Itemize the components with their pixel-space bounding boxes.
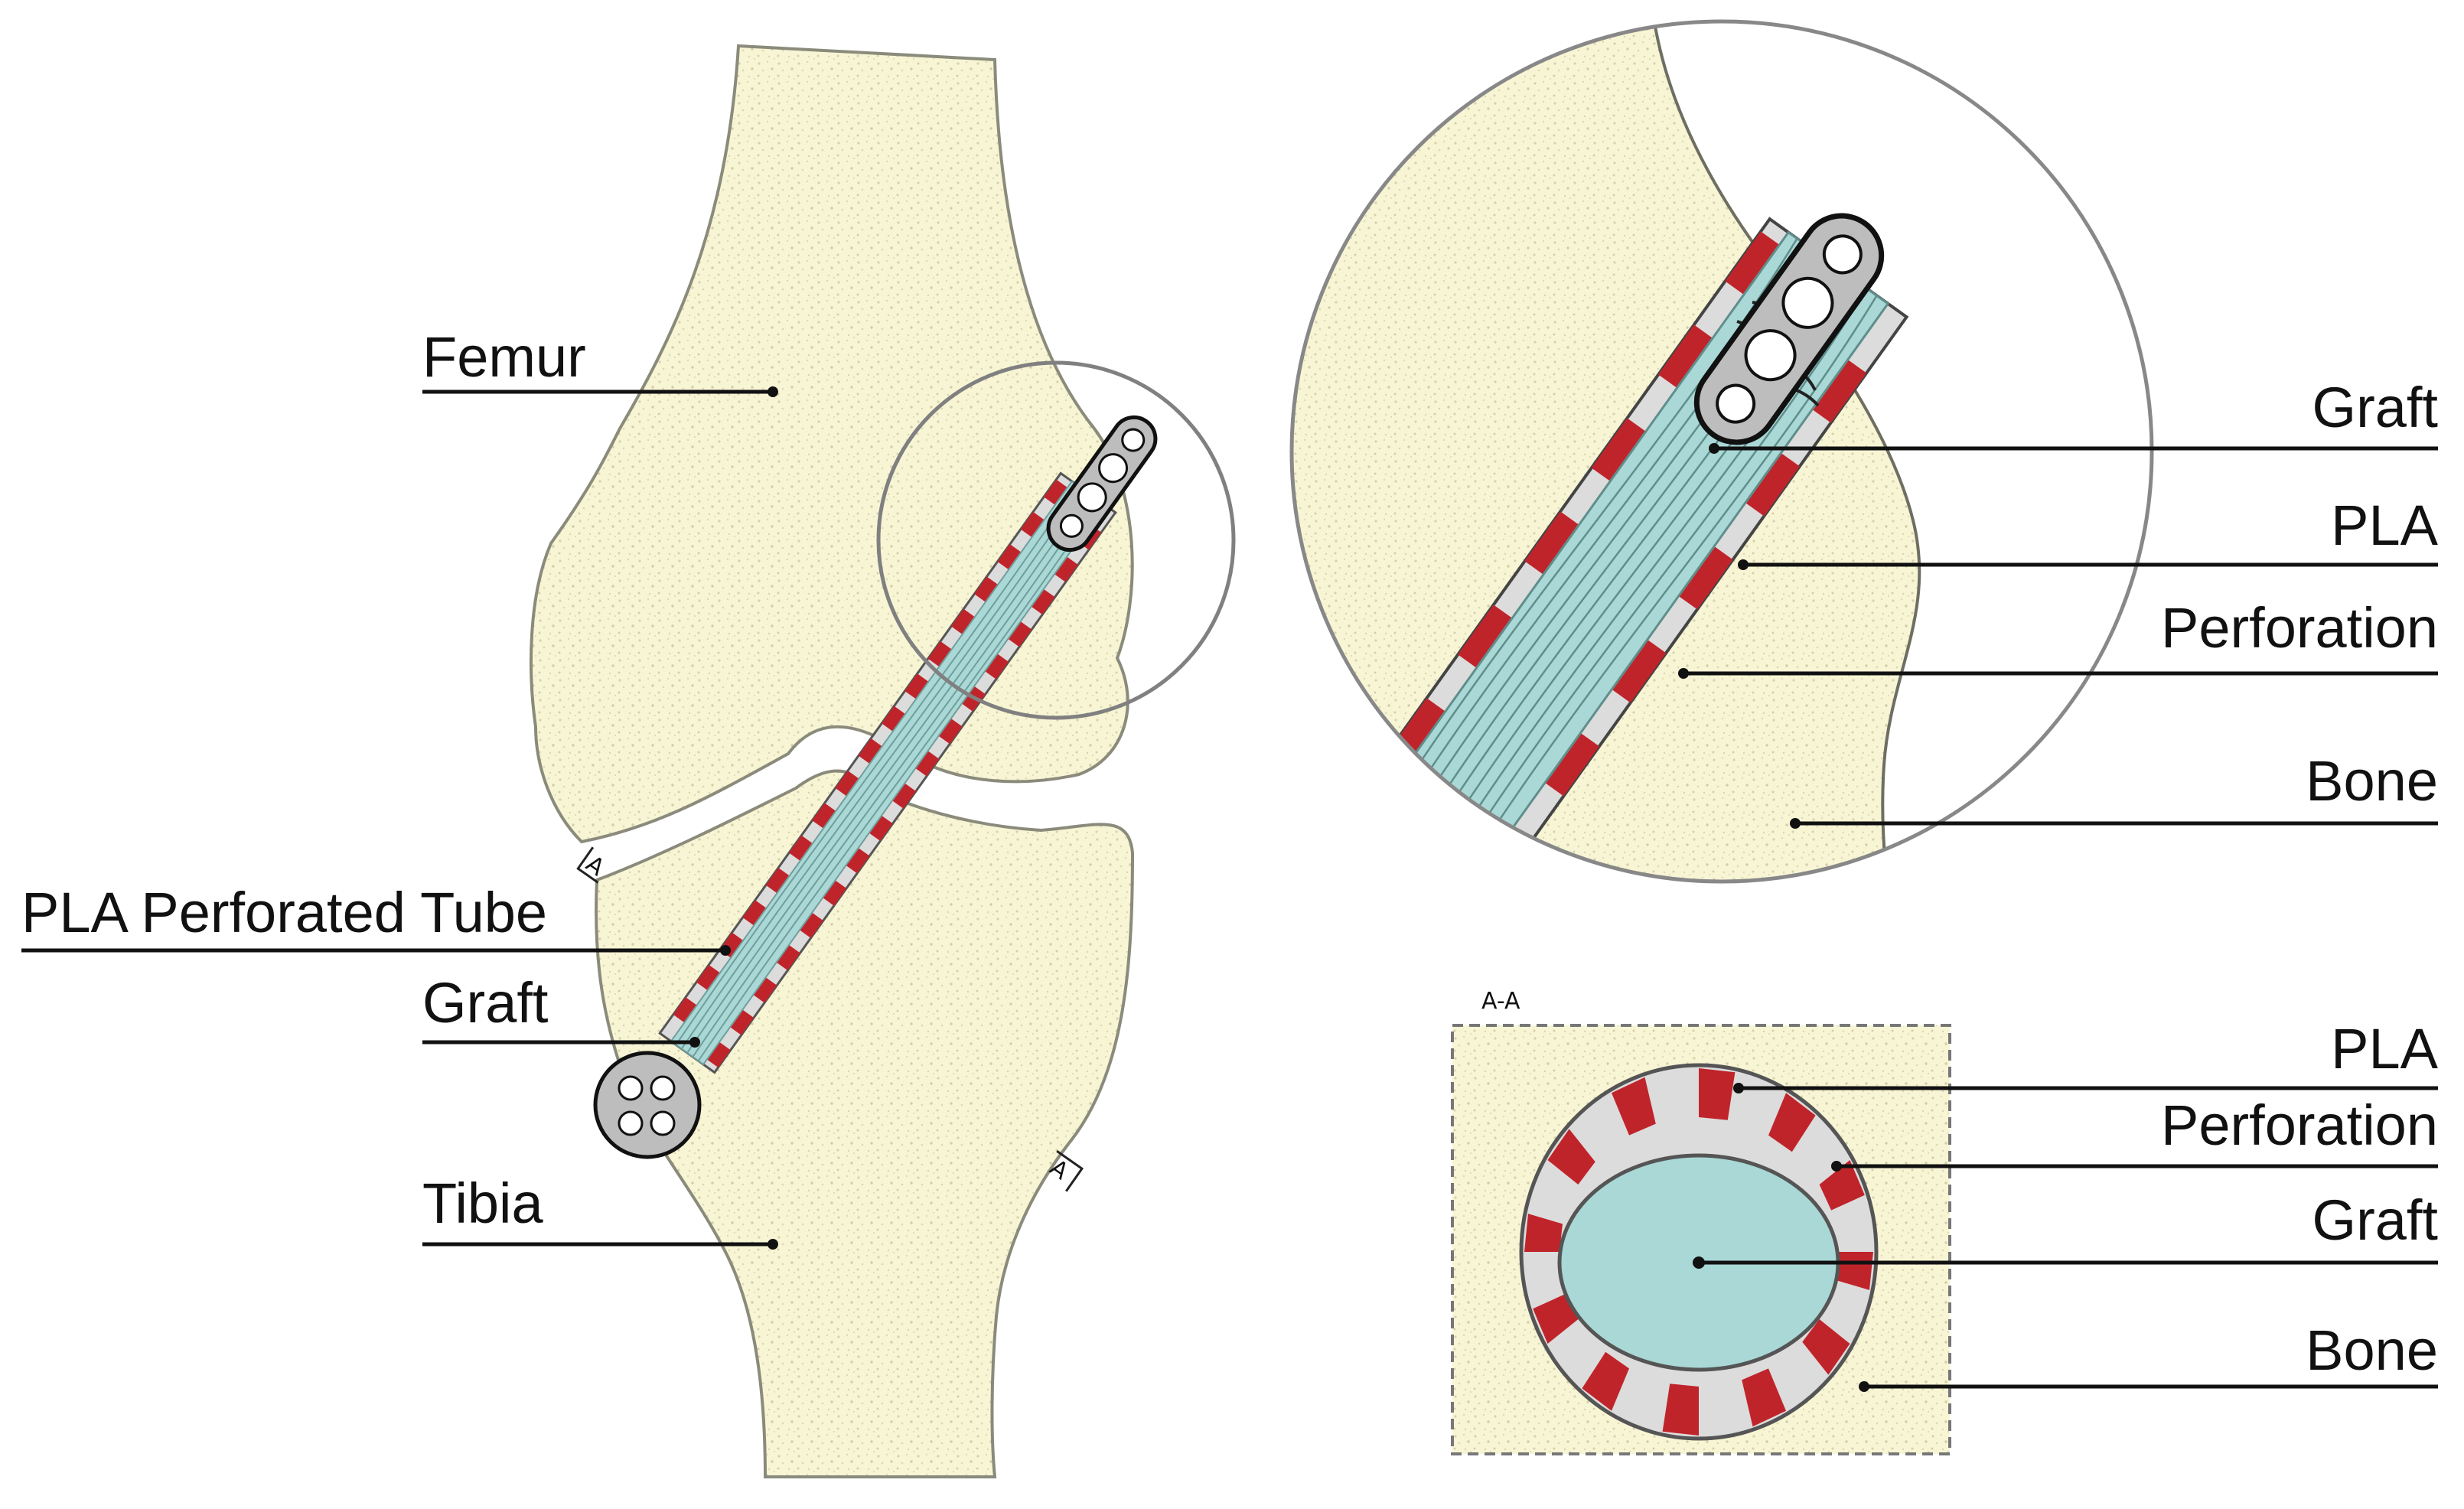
detail-perforation-label: Perforation bbox=[2161, 596, 2438, 660]
knee-main-view: A A Femur PLA Perforated Tube Graft Tibi… bbox=[21, 44, 1236, 1478]
detail-view: Graft PLA Perforation Bone bbox=[1289, 19, 2439, 884]
tube-label: PLA Perforated Tube bbox=[21, 881, 547, 944]
section-pla-label: PLA bbox=[2331, 1017, 2439, 1080]
femur-label: Femur bbox=[422, 325, 586, 389]
section-view: A-A PLA Perforation Graft Bone bbox=[1451, 988, 2439, 1455]
detail-anchor bbox=[1693, 213, 1885, 445]
section-perforation-label: Perforation bbox=[2161, 1093, 2438, 1157]
detail-perforations bbox=[1324, 231, 1867, 882]
detail-circle-outline bbox=[1289, 19, 2154, 884]
section-bone-label: Bone bbox=[2306, 1318, 2438, 1382]
tibia-label: Tibia bbox=[422, 1172, 543, 1235]
pla-perforated-tube bbox=[658, 471, 1117, 1074]
detail-bone-label: Bone bbox=[2306, 749, 2438, 813]
section-tube-ring bbox=[1519, 1063, 1879, 1441]
section-title: A-A bbox=[1481, 988, 1520, 1015]
femur-bone bbox=[530, 44, 1134, 844]
tube-perforations bbox=[673, 479, 1102, 1068]
detail-magnifier-circle bbox=[876, 360, 1236, 720]
section-graft-label: Graft bbox=[2312, 1188, 2439, 1252]
graft-label-main: Graft bbox=[422, 971, 549, 1035]
detail-graft-label: Graft bbox=[2312, 376, 2439, 439]
tibial-anchor bbox=[593, 1051, 702, 1159]
detail-pla-label: PLA bbox=[2331, 494, 2439, 557]
femoral-anchor bbox=[1046, 415, 1158, 552]
graft-fibers bbox=[675, 484, 1100, 1061]
